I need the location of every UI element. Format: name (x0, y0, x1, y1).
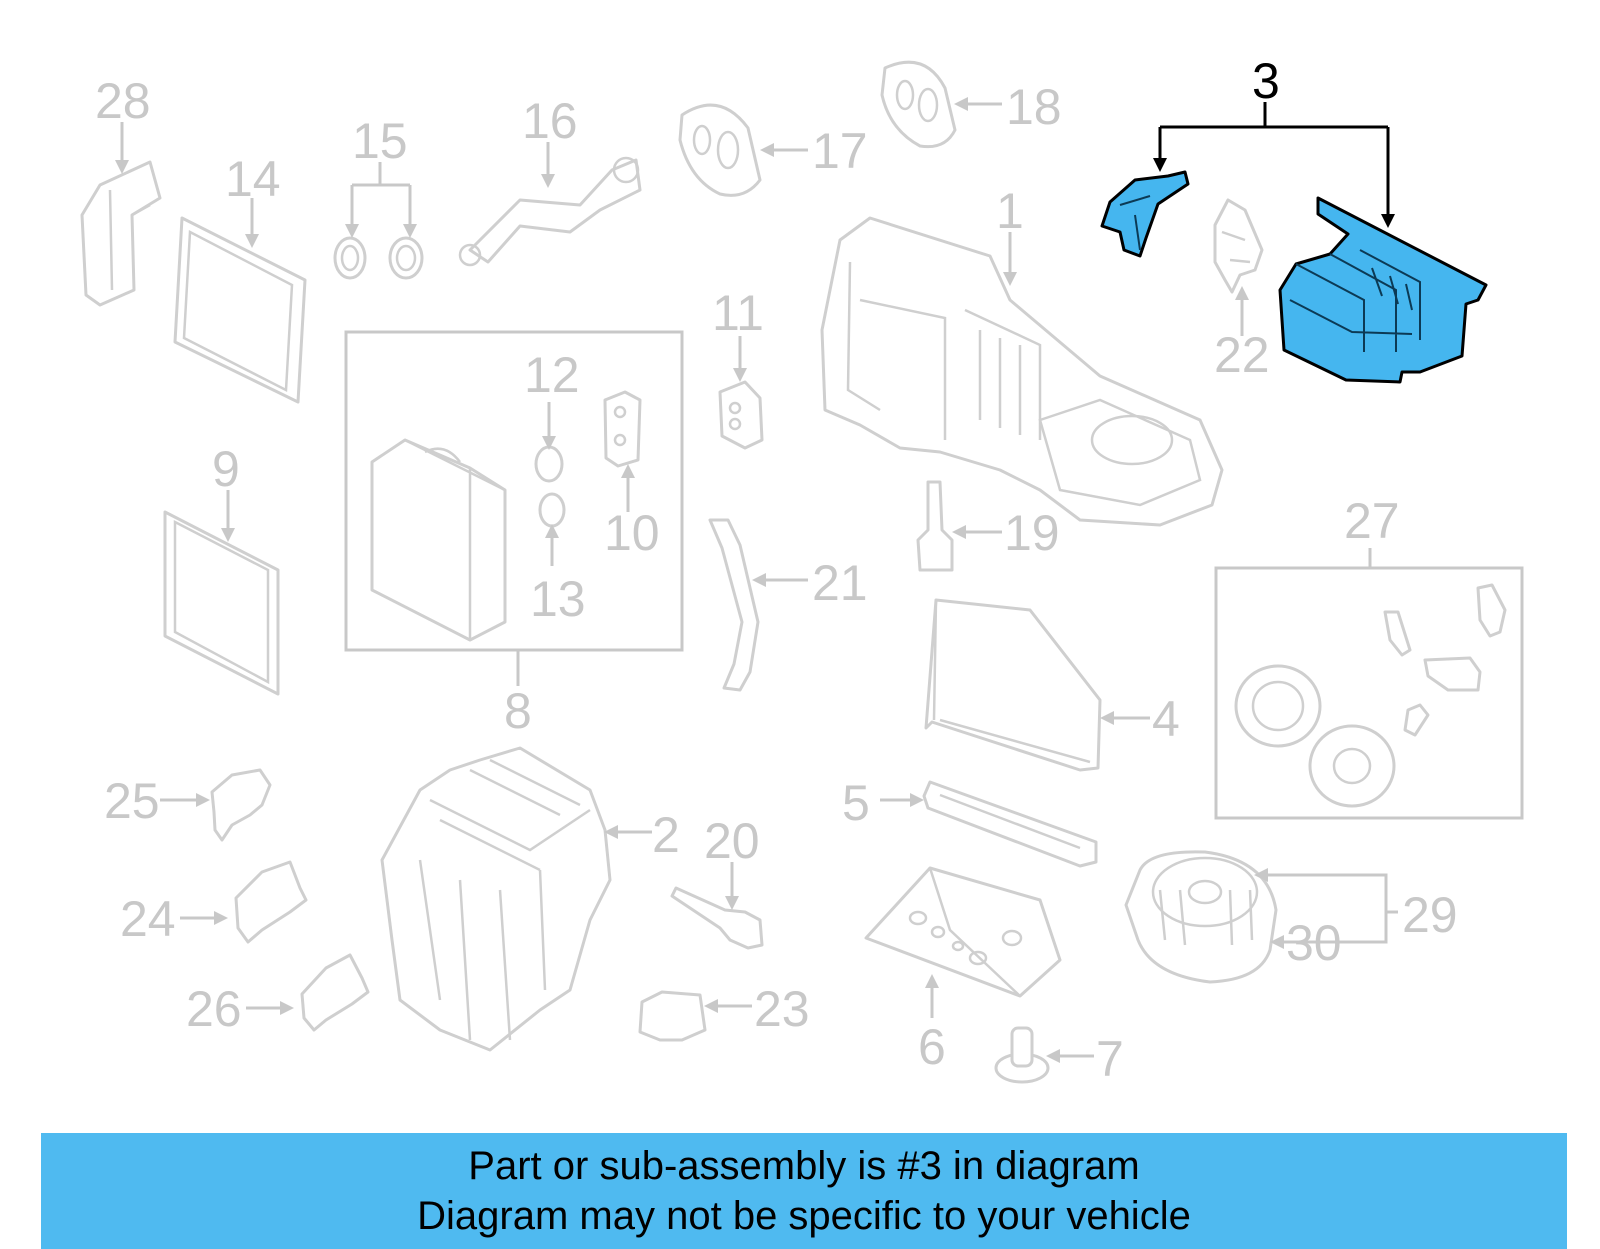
part-15 (333, 162, 424, 280)
callout-24: 24 (120, 891, 176, 947)
part-5 (880, 780, 1098, 868)
callout-7: 7 (1096, 1031, 1124, 1087)
part-24 (180, 860, 308, 944)
callout-4: 4 (1152, 691, 1180, 747)
part-21 (708, 518, 808, 692)
part-26 (246, 953, 370, 1032)
callout-21: 21 (812, 555, 868, 611)
part-11 (718, 336, 764, 450)
callout-28: 28 (95, 73, 151, 129)
callout-13: 13 (530, 571, 586, 627)
callout-2: 2 (652, 807, 680, 863)
callout-20: 20 (704, 813, 760, 869)
callout-1: 1 (996, 183, 1024, 239)
callout-19: 19 (1004, 505, 1060, 561)
callout-14: 14 (225, 151, 281, 207)
callout-27: 27 (1344, 493, 1400, 549)
part-18 (880, 60, 1002, 149)
callout-5: 5 (842, 775, 870, 831)
part-25 (160, 768, 272, 842)
part-27 (1234, 548, 1507, 808)
part-20 (670, 862, 764, 950)
part-28 (80, 122, 162, 307)
part-22 (1213, 198, 1264, 336)
part-16 (458, 142, 642, 267)
callout-17: 17 (812, 123, 868, 179)
callout-18: 18 (1006, 79, 1062, 135)
part-8 (370, 438, 520, 686)
banner-line-1: Part or sub-assembly is #3 in diagram (468, 1144, 1140, 1188)
callout-30: 30 (1286, 915, 1342, 971)
callout-23: 23 (754, 981, 810, 1037)
part-19 (916, 480, 1002, 572)
part-23 (638, 990, 752, 1042)
callout-11: 11 (712, 285, 764, 341)
part-9 (163, 490, 280, 696)
banner-line-2: Diagram may not be specific to your vehi… (417, 1194, 1191, 1238)
part-10 (603, 390, 642, 512)
callout-12: 12 (524, 347, 580, 403)
callout-10: 10 (604, 505, 660, 561)
part-29-30 (1124, 850, 1398, 984)
callout-9: 9 (212, 441, 240, 497)
callout-16: 16 (522, 93, 578, 149)
part-17 (678, 103, 808, 197)
part-8-group-box (344, 330, 684, 652)
part-2 (380, 746, 652, 1052)
part-6 (864, 866, 1062, 1018)
info-banner: Part or sub-assembly is #3 in diagram Di… (41, 1133, 1567, 1249)
part-4 (924, 598, 1150, 772)
part-3-assembly (1100, 102, 1488, 384)
callout-25: 25 (104, 773, 160, 829)
part-13 (538, 492, 566, 566)
callout-29: 29 (1402, 887, 1458, 943)
callout-26: 26 (186, 981, 242, 1037)
part-12 (534, 402, 564, 483)
callout-6: 6 (918, 1019, 946, 1075)
callout-22: 22 (1214, 327, 1270, 383)
part-14 (173, 198, 307, 404)
callout-3: 3 (1252, 53, 1280, 109)
callout-8: 8 (504, 683, 532, 739)
callout-15: 15 (352, 113, 408, 169)
part-1 (820, 216, 1224, 527)
part-7 (994, 1026, 1094, 1084)
